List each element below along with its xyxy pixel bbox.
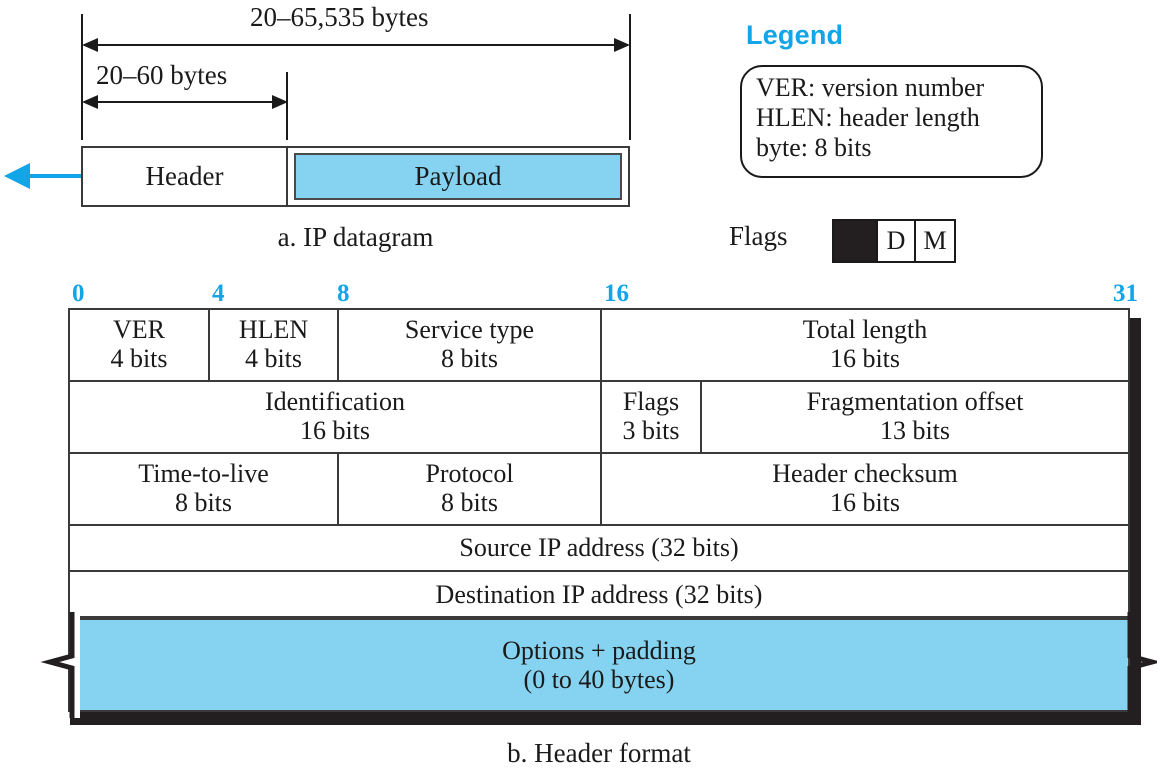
field-total-length: Total length 16 bits (602, 310, 1128, 380)
field-header-checksum-name: Header checksum (772, 459, 958, 489)
field-protocol-name: Protocol (425, 459, 514, 489)
field-time-to-live-name: Time-to-live (138, 459, 269, 489)
field-options-padding-bits: (0 to 40 bytes) (523, 665, 675, 694)
field-time-to-live: Time-to-live 8 bits (70, 454, 339, 524)
field-time-to-live-bits: 8 bits (174, 488, 233, 517)
field-flags: Flags 3 bits (602, 382, 702, 452)
total-dim-arrow-left-icon (82, 38, 98, 52)
field-identification-name: Identification (264, 387, 406, 417)
field-service-type: Service type 8 bits (339, 310, 602, 380)
field-protocol-bits: 8 bits (440, 488, 499, 517)
bit-tick-16: 16 (604, 280, 629, 307)
bit-tick-8: 8 (337, 280, 350, 307)
field-total-length-name: Total length (802, 315, 928, 345)
header-length-dim-line (90, 101, 280, 103)
field-ver-bits: 4 bits (110, 344, 168, 373)
total-length-dim-label: 20–65,535 bytes (250, 2, 429, 32)
field-identification-bits: 16 bits (299, 416, 371, 445)
flags-reserved-bit-cell (834, 221, 878, 261)
header-row-5: Destination IP address (32 bits) (70, 572, 1128, 618)
header-row-1: VER 4 bits HLEN 4 bits Service type 8 bi… (70, 310, 1128, 382)
header-length-dim-label: 20–60 bytes (96, 60, 228, 90)
header-dim-arrow-left-icon (82, 95, 98, 109)
part-a-caption: a. IP datagram (277, 222, 434, 252)
datagram-payload-label: Payload (414, 161, 502, 191)
datagram-header-cell: Header (83, 148, 288, 205)
field-source-ip-address: Source IP address (32 bits) (70, 526, 1128, 570)
part-b-caption: b. Header format (507, 738, 691, 768)
datagram-payload-cell: Payload (288, 148, 628, 205)
field-source-ip-address-name: Source IP address (32 bits) (459, 532, 739, 562)
field-destination-ip-address-name: Destination IP address (32 bits) (435, 579, 763, 609)
field-flags-name: Flags (622, 387, 680, 417)
field-ver-name: VER (113, 315, 165, 345)
field-header-checksum-bits: 16 bits (829, 488, 901, 517)
datagram-header-label: Header (145, 161, 224, 191)
flags-legend-label: Flags (729, 221, 788, 251)
datagram-flow-arrow-icon (4, 163, 30, 189)
flags-dont-fragment-cell: D (878, 221, 916, 261)
field-options-padding-name: Options + padding (502, 635, 696, 665)
header-row-2: Identification 16 bits Flags 3 bits Frag… (70, 382, 1128, 454)
field-identification: Identification 16 bits (70, 382, 602, 452)
total-dim-arrow-right-icon (614, 38, 630, 52)
total-length-dim-line (90, 44, 622, 46)
legend-title: Legend (746, 20, 844, 50)
field-total-length-bits: 16 bits (829, 344, 901, 373)
legend-line-byte: byte: 8 bits (756, 133, 872, 163)
field-fragmentation-offset-bits: 13 bits (879, 416, 951, 445)
field-hlen-bits: 4 bits (244, 344, 303, 373)
field-flags-bits: 3 bits (622, 416, 680, 445)
field-fragmentation-offset: Fragmentation offset 13 bits (702, 382, 1128, 452)
legend-line-hlen: HLEN: header length (756, 103, 980, 133)
ip-datagram-box: Header Payload (81, 146, 630, 207)
field-hlen: HLEN 4 bits (210, 310, 339, 380)
extension-line-right (629, 14, 631, 140)
legend-box: VER: version number HLEN: header length … (740, 65, 1043, 178)
datagram-flow-line (28, 174, 84, 178)
bit-tick-4: 4 (212, 280, 225, 307)
field-destination-ip-address: Destination IP address (32 bits) (70, 572, 1128, 618)
field-protocol: Protocol 8 bits (339, 454, 602, 524)
extension-line-left (81, 14, 83, 140)
ip-header-format-table: VER 4 bits HLEN 4 bits Service type 8 bi… (68, 308, 1130, 618)
field-service-type-bits: 8 bits (440, 344, 499, 373)
flags-more-fragments-cell: M (923, 226, 947, 255)
field-hlen-name: HLEN (238, 315, 309, 345)
field-options-padding: Options + padding (0 to 40 bytes) (68, 618, 1130, 712)
header-row-3: Time-to-live 8 bits Protocol 8 bits Head… (70, 454, 1128, 526)
table-shadow-bottom (70, 712, 1132, 725)
header-dim-arrow-right-icon (272, 95, 288, 109)
field-service-type-name: Service type (404, 315, 535, 345)
field-header-checksum: Header checksum 16 bits (602, 454, 1128, 524)
field-ver: VER 4 bits (70, 310, 210, 380)
flags-legend-box: D M (832, 219, 956, 263)
bit-tick-31: 31 (1113, 280, 1138, 307)
header-row-4: Source IP address (32 bits) (70, 526, 1128, 572)
field-fragmentation-offset-name: Fragmentation offset (806, 387, 1024, 417)
bit-tick-0: 0 (72, 280, 85, 307)
datagram-payload-box: Payload (294, 153, 622, 200)
legend-line-ver: VER: version number (756, 73, 985, 102)
